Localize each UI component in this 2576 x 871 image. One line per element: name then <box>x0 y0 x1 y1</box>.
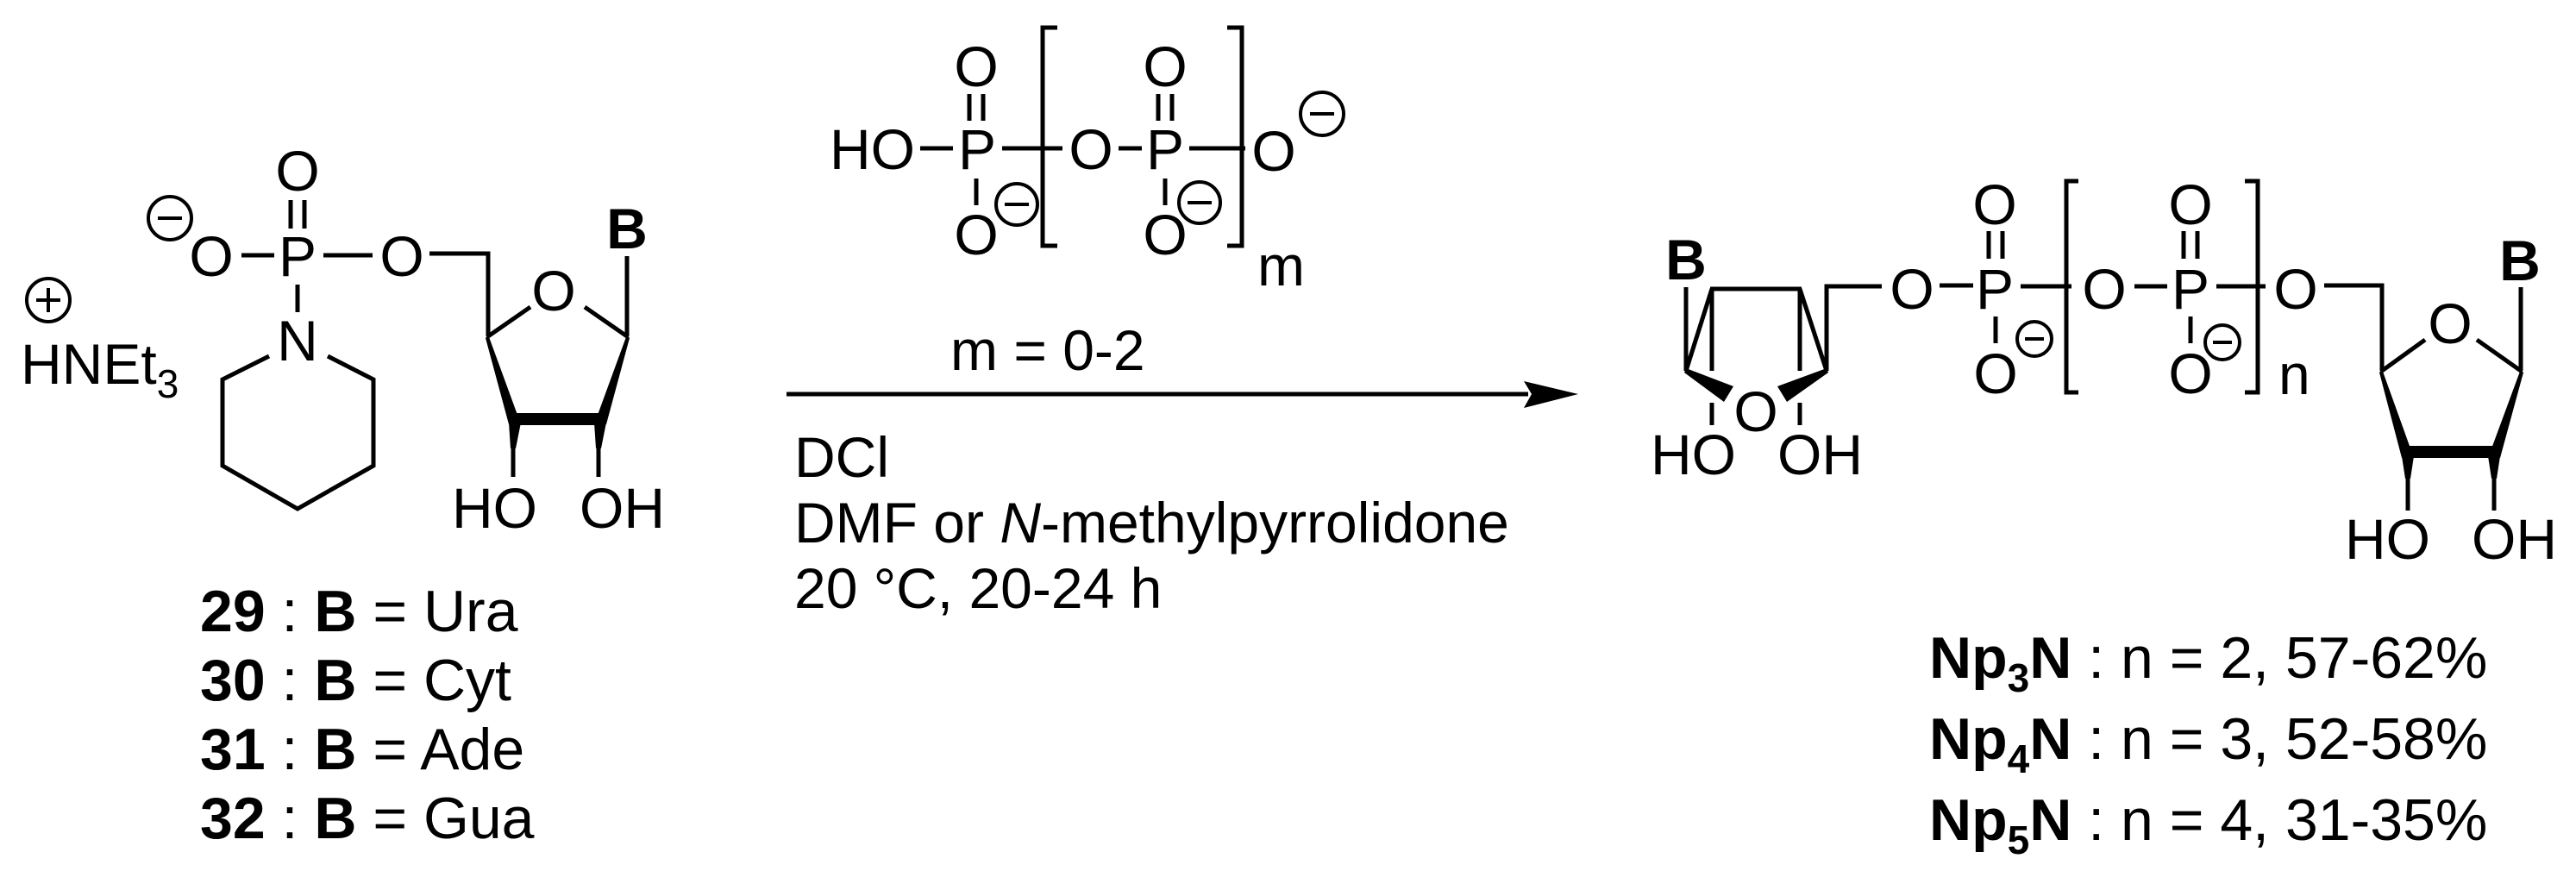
product-p2-o-bottom: O <box>2168 342 2212 405</box>
reaction-conditions: DCl DMF or N-methylpyrrolidone 20 °C, 20… <box>794 425 1509 620</box>
product-oh-right: OH <box>2472 507 2557 571</box>
plus-charge-icon <box>25 277 72 323</box>
product-ho-right: HO <box>2345 507 2430 571</box>
compound-29: 29 : B = Ura <box>200 579 518 644</box>
reactant-o-double: O <box>275 139 319 203</box>
compound-31: 31 : B = Ade <box>200 717 524 782</box>
condition-solvent: DMF or N-methylpyrrolidone <box>794 491 1509 555</box>
reagent-p1-o-bottom: O <box>954 203 998 266</box>
reactant-o-ester: O <box>379 224 423 288</box>
reactant-structure: HNEt3 O P O O N O B HO OH <box>21 139 665 540</box>
product-o5-right: O <box>2273 257 2317 321</box>
product-ring-o-right: O <box>2428 291 2472 355</box>
yield-np5n: Np5N : n = 4, 31-35% <box>1929 787 2487 862</box>
reaction-arrow <box>787 381 1578 408</box>
minus-charge-icon <box>2203 323 2241 361</box>
product-ring-o-left: O <box>1733 379 1777 443</box>
reagent-p2-o-top: O <box>1143 34 1187 98</box>
reagent-m-range: m = 0-2 <box>950 318 1145 382</box>
reagent-ho-label: HO <box>830 117 915 181</box>
product-structure: B O HO OH O P O O O P O <box>1651 172 2557 571</box>
product-ho-left: HO <box>1651 423 1736 486</box>
reactant-compound-list: 29 : B = Ura 30 : B = Cyt 31 : B = Ade 3… <box>200 579 535 851</box>
product-p1: P <box>1976 257 2014 321</box>
product-repeat-n: n <box>2278 342 2310 406</box>
minus-charge-icon <box>994 182 1039 227</box>
product-p1-o-bottom: O <box>1973 342 2017 405</box>
yield-np4n: Np4N : n = 3, 52-58% <box>1929 706 2487 781</box>
reagent-p2: P <box>1146 117 1184 181</box>
triethylammonium-label: HNEt3 <box>21 332 179 406</box>
product-oh-left: OH <box>1777 423 1863 486</box>
minus-charge-icon <box>1299 91 1345 137</box>
reactant-phosphorus: P <box>279 224 317 288</box>
reactant-base-label: B <box>606 197 648 260</box>
reactant-nitrogen: N <box>277 309 318 373</box>
product-p1-o-top: O <box>1972 172 2016 236</box>
minus-charge-icon <box>147 195 193 241</box>
product-bridge-o: O <box>2082 257 2126 321</box>
product-o5-left: O <box>1890 257 1934 321</box>
product-base-left: B <box>1665 228 1707 291</box>
arrow-head-icon <box>1524 381 1578 408</box>
condition-catalyst: DCl <box>794 425 889 489</box>
compound-32: 32 : B = Gua <box>200 786 535 851</box>
compound-30: 30 : B = Cyt <box>200 648 511 713</box>
reactant-o-anion: O <box>189 224 233 288</box>
reagent-terminal-o: O <box>1251 119 1295 183</box>
reactant-ring-oxygen: O <box>531 259 575 323</box>
product-p2: P <box>2172 257 2209 321</box>
reagent-repeat-m: m <box>1257 234 1305 298</box>
condition-temp-time: 20 °C, 20-24 h <box>794 556 1162 620</box>
reactant-ho-label: HO <box>452 476 537 540</box>
reagent-structure: HO P O O O P O O m O m = 0-2 <box>830 25 1345 382</box>
minus-charge-icon <box>2015 320 2053 358</box>
product-base-right: B <box>2499 229 2541 292</box>
product-yield-list: Np3N : n = 2, 57-62% Np4N : n = 3, 52-58… <box>1929 625 2487 862</box>
reagent-p1: P <box>958 117 996 181</box>
product-p2-o-top: O <box>2168 172 2212 236</box>
reactant-oh-label: OH <box>580 476 665 540</box>
reagent-p1-o-top: O <box>954 34 998 98</box>
minus-charge-icon <box>1177 180 1222 225</box>
reagent-bridge-o: O <box>1069 117 1113 181</box>
yield-np3n: Np3N : n = 2, 57-62% <box>1929 625 2487 700</box>
